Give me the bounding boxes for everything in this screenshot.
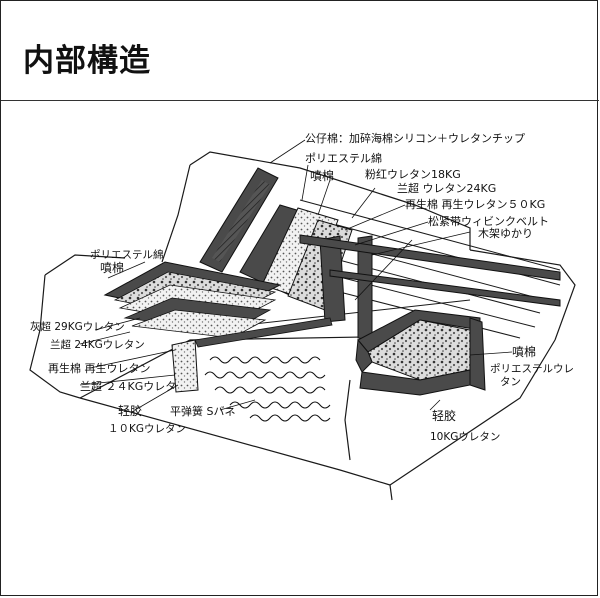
page-title: 内部構造 — [23, 43, 151, 79]
label-polyester-top: ポリエステル綿 — [305, 151, 382, 165]
label-s-springs: 平弹簧 Sバネ — [170, 404, 235, 418]
label-recycled-foam-left: 再生棉 再生ウレタン — [48, 361, 151, 375]
webbing-belts — [299, 234, 561, 341]
label-spray-cotton-left: 噴棉 — [100, 261, 124, 275]
label-blue-urethane-left: 兰超 24KGウレタン — [50, 338, 145, 351]
label-elastic-belt: 松紧带ウィビンクベルト — [428, 214, 549, 228]
label-10kg-urethane-right: 10KGウレタン — [430, 431, 500, 443]
label-wood-frame: 木架ゆかり — [478, 227, 533, 240]
label-light-foam-right: 轻胶 — [432, 408, 456, 423]
label-pink-urethane: 粉红ウレタン18KG — [365, 168, 461, 181]
leader-lines — [79, 139, 513, 411]
sofa-back-outline — [189, 151, 471, 250]
label-polyester-left: ポリエステル綿 — [90, 248, 164, 261]
sofa-seat-outline — [44, 254, 126, 276]
label-blue-urethane-24: 兰超 ２４KGウレタ — [80, 379, 176, 393]
label-spray-cotton-top: 噴棉 — [310, 169, 334, 183]
front-foam-block — [171, 339, 199, 393]
label-outer-filling: 公仔棉：加碎海棉シリコン＋ウレタンチップ — [305, 131, 525, 145]
label-10kg-urethane-left: １０KGウレタン — [108, 423, 186, 435]
s-springs — [204, 356, 331, 422]
label-recycled-foam-top: 再生棉 再生ウレタン５０KG — [405, 197, 545, 211]
label-light-foam-left: 轻胶 — [118, 403, 142, 418]
label-spray-cotton-right: 噴棉 — [512, 345, 536, 359]
label-polyester-right-2: タン — [500, 376, 521, 388]
label-polyester-right: ポリエステルウレ — [490, 363, 574, 375]
header-band: 内部構造 — [1, 1, 599, 101]
label-gray-urethane: 灰超 29KGウレタン — [30, 320, 125, 333]
label-blue-urethane-top: 兰超 ウレタン24KG — [397, 181, 496, 195]
